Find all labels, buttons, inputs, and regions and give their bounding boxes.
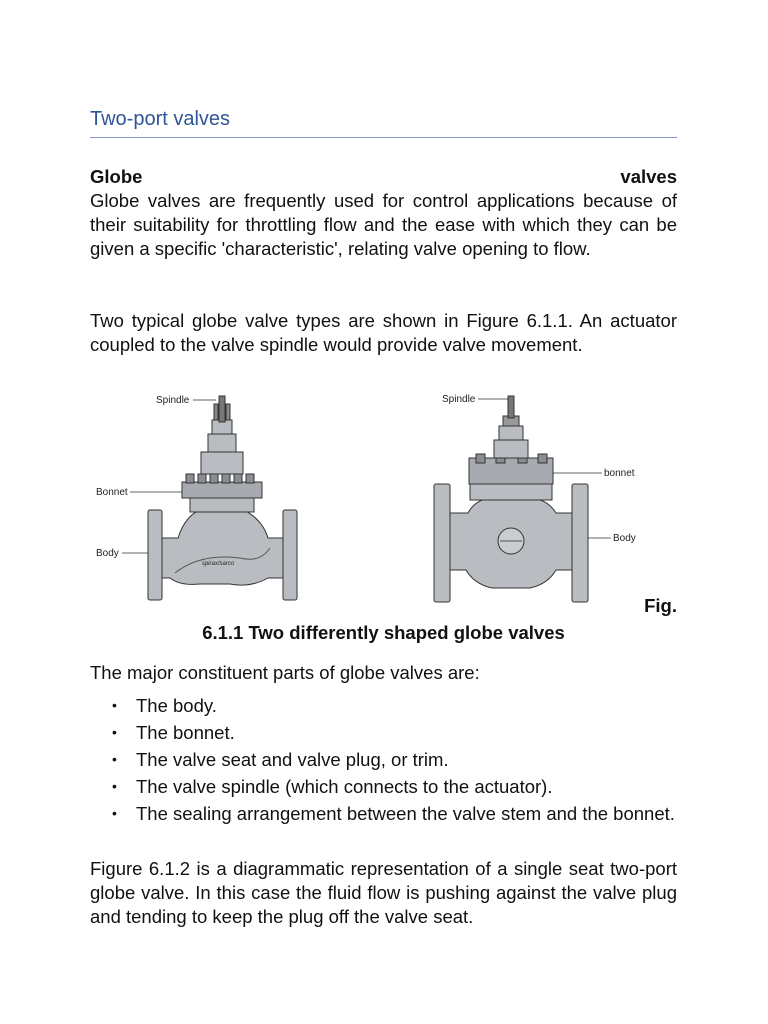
list-item: The valve seat and valve plug, or trim. bbox=[90, 748, 677, 771]
section-title: Two-port valves bbox=[90, 108, 677, 138]
globe-valves-illustration: spirax/sarco Spindle Bonnet Body bbox=[96, 394, 636, 603]
list-item: The sealing arrangement between the valv… bbox=[90, 802, 677, 825]
left-valve-flange-right bbox=[282, 509, 298, 601]
right-globe-valve-drawing bbox=[433, 395, 589, 603]
left-label-bonnet: Bonnet bbox=[96, 487, 128, 498]
right-valve-flange-left bbox=[433, 483, 451, 603]
left-valve-gland bbox=[207, 433, 237, 453]
list-item: The bonnet. bbox=[90, 721, 677, 744]
right-label-spindle: Spindle bbox=[442, 394, 476, 405]
right-valve-flange-right bbox=[571, 483, 589, 603]
list-item: The valve spindle (which connects to the… bbox=[90, 775, 677, 798]
left-valve-body-shape bbox=[161, 507, 284, 586]
right-valve-spindle bbox=[507, 395, 515, 419]
left-globe-valve-drawing bbox=[147, 395, 298, 601]
left-valve-logo: spirax/sarco bbox=[202, 561, 235, 567]
left-valve-bonnet-flange bbox=[181, 481, 263, 499]
right-label-body: Body bbox=[613, 533, 636, 544]
right-label-bonnet: bonnet bbox=[604, 468, 635, 479]
left-label-spindle: Spindle bbox=[156, 395, 190, 406]
left-valve-bonnet-upper bbox=[200, 451, 244, 475]
figure-caption: 6.1.1 Two differently shaped globe valve… bbox=[202, 622, 565, 643]
paragraph-diagram-description: Figure 6.1.2 is a diagrammatic represent… bbox=[90, 858, 677, 927]
right-valve-gland bbox=[498, 425, 524, 441]
right-valve-neck bbox=[469, 483, 553, 501]
subsection-heading: Globe valves bbox=[90, 166, 677, 188]
left-valve-flange-left bbox=[147, 509, 163, 601]
heading-left-word: Globe bbox=[90, 166, 143, 187]
parts-intro: The major constituent parts of globe val… bbox=[90, 662, 480, 683]
right-valve-bonnet-upper bbox=[493, 439, 529, 459]
list-item: The body. bbox=[90, 694, 677, 717]
figure-label-prefix: Fig. bbox=[644, 595, 677, 616]
paragraph-intro: Globe valves are frequently used for con… bbox=[90, 190, 677, 259]
parts-list: The body. The bonnet. The valve seat and… bbox=[90, 694, 677, 829]
left-valve-spindle bbox=[218, 395, 226, 423]
heading-right-word: valves bbox=[620, 166, 677, 187]
left-label-body: Body bbox=[96, 548, 119, 559]
figure-globe-valves: spirax/sarco Spindle Bonnet Body bbox=[90, 388, 677, 608]
paragraph-figure-reference: Two typical globe valve types are shown … bbox=[90, 310, 677, 355]
